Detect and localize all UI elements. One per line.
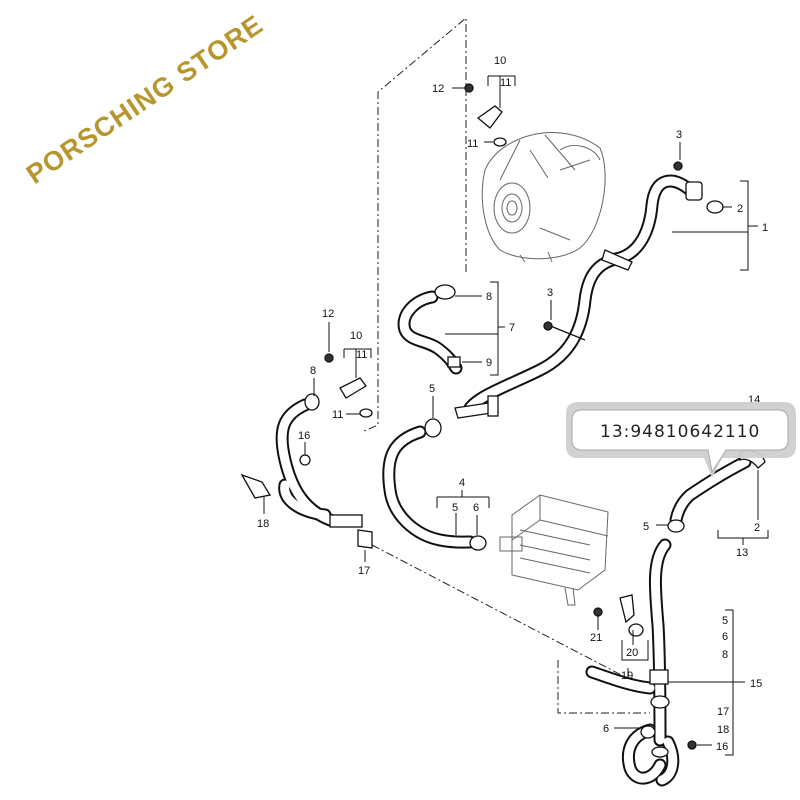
fittings — [240, 83, 766, 758]
label-12: 12 — [322, 308, 334, 320]
label-2: 2 — [737, 203, 743, 215]
label-16: 16 — [298, 430, 310, 442]
watermark-text: PORSCHING STORE — [21, 9, 269, 190]
hoses — [282, 181, 752, 787]
label-5: 5 — [429, 383, 435, 395]
label-9: 9 — [486, 357, 492, 369]
label-17: 17 — [717, 706, 729, 718]
label-3: 3 — [676, 129, 682, 141]
label-3: 3 — [547, 287, 553, 299]
label-21: 21 — [590, 632, 602, 644]
label-6: 6 — [473, 502, 479, 514]
label-11: 11 — [356, 349, 367, 361]
label-5: 5 — [452, 502, 458, 514]
label-10: 10 — [350, 330, 362, 342]
label-8: 8 — [310, 365, 316, 377]
label-18: 18 — [257, 518, 269, 530]
callout-text: 13:94810642110 — [600, 422, 760, 442]
label-16: 16 — [716, 741, 728, 753]
oil-cooler — [499, 494, 609, 606]
label-13: 13 — [736, 547, 748, 559]
label-19: 19 — [621, 670, 633, 682]
label-10: 10 — [494, 55, 506, 67]
label-2: 2 — [754, 522, 760, 534]
part-labels: 10 11 12 11 3 2 1 8 7 9 3 12 10 11 8 11 … — [257, 55, 768, 753]
alternator — [481, 132, 606, 263]
leader-lines — [263, 75, 769, 756]
label-4: 4 — [459, 477, 465, 489]
label-1: 1 — [762, 222, 768, 234]
label-12: 12 — [432, 83, 444, 95]
part-number-callout: 13:94810642110 — [566, 402, 796, 478]
label-6: 6 — [603, 723, 609, 735]
label-11: 11 — [467, 138, 478, 150]
label-18: 18 — [717, 724, 729, 736]
label-17: 17 — [358, 565, 370, 577]
label-7: 7 — [509, 322, 515, 334]
label-8: 8 — [486, 291, 492, 303]
label-5: 5 — [643, 521, 649, 533]
label-11: 11 — [332, 409, 343, 421]
routing-lines — [361, 16, 651, 714]
label-11: 11 — [500, 77, 511, 89]
label-8: 8 — [722, 649, 728, 661]
label-15: 15 — [750, 678, 762, 690]
label-20: 20 — [626, 647, 638, 659]
label-5: 5 — [722, 615, 728, 627]
store-watermark: PORSCHING STORE — [21, 9, 269, 190]
label-6: 6 — [722, 631, 728, 643]
